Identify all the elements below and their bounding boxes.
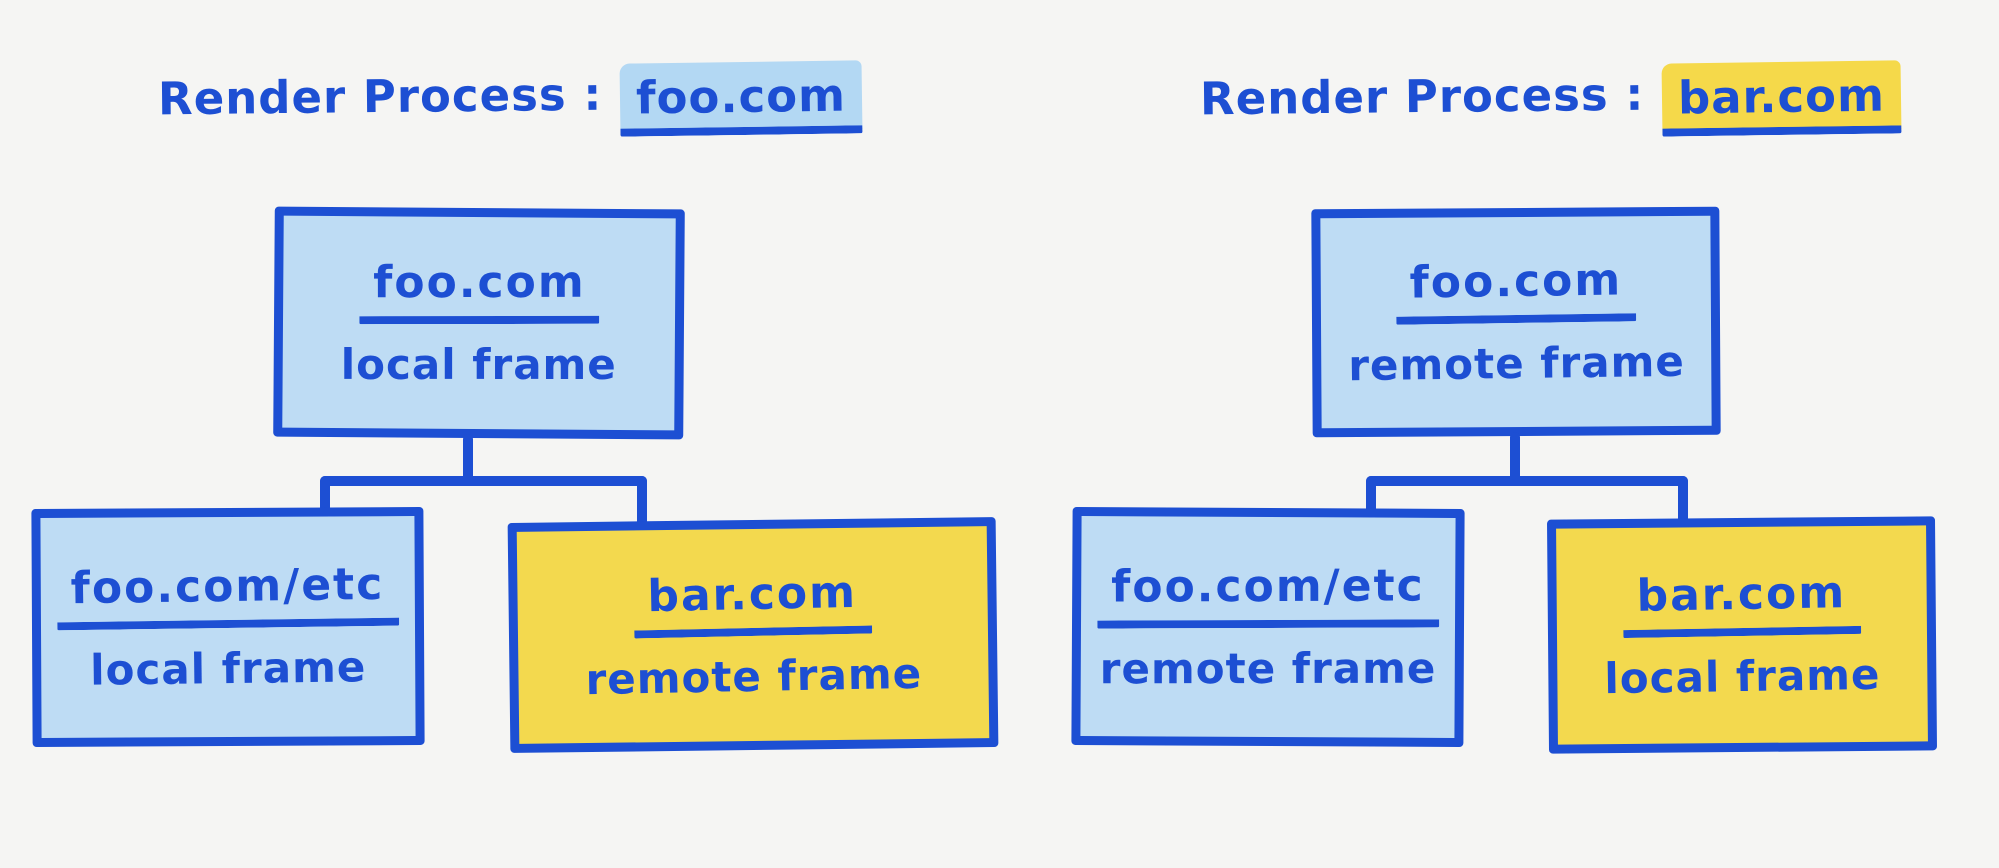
node-foo-root: foo.com remote frame <box>1311 206 1721 438</box>
connector-stem <box>463 434 473 484</box>
title-domain-highlight-foo: foo.com <box>619 60 863 137</box>
connector-bar <box>1366 476 1688 486</box>
node-domain: foo.com <box>358 256 600 325</box>
node-domain: bar.com <box>633 566 873 639</box>
connector-drop-right <box>637 476 647 528</box>
node-frame-type: remote frame <box>584 648 923 705</box>
node-frame-type: local frame <box>340 339 617 389</box>
render-process-title-bar: Render Process : bar.com <box>1199 60 1902 137</box>
node-frame-type: remote frame <box>1099 643 1437 694</box>
node-domain: foo.com/etc <box>56 558 400 631</box>
title-domain-highlight-bar: bar.com <box>1661 60 1902 137</box>
title-prefix: Render Process : <box>157 67 603 126</box>
connector-drop-left <box>1366 476 1376 520</box>
node-domain: foo.com/etc <box>1097 560 1440 629</box>
node-bar-remote: bar.com remote frame <box>507 517 999 753</box>
node-domain: foo.com <box>1395 254 1637 325</box>
connector-drop-left <box>320 476 330 520</box>
node-domain: bar.com <box>1622 566 1862 639</box>
node-foo-root: foo.com local frame <box>273 206 685 440</box>
connector-bar <box>320 476 647 486</box>
render-process-title-foo: Render Process : foo.com <box>157 60 863 137</box>
connector-drop-right <box>1678 476 1688 528</box>
node-bar-local: bar.com local frame <box>1546 516 1938 754</box>
node-frame-type: local frame <box>1603 649 1881 704</box>
node-frame-type: local frame <box>89 642 367 695</box>
title-prefix: Render Process : <box>1199 67 1645 126</box>
node-foo-etc: foo.com/etc remote frame <box>1071 506 1465 748</box>
node-frame-type: remote frame <box>1347 336 1685 391</box>
connector-stem <box>1510 432 1520 484</box>
node-foo-etc: foo.com/etc local frame <box>31 506 425 748</box>
